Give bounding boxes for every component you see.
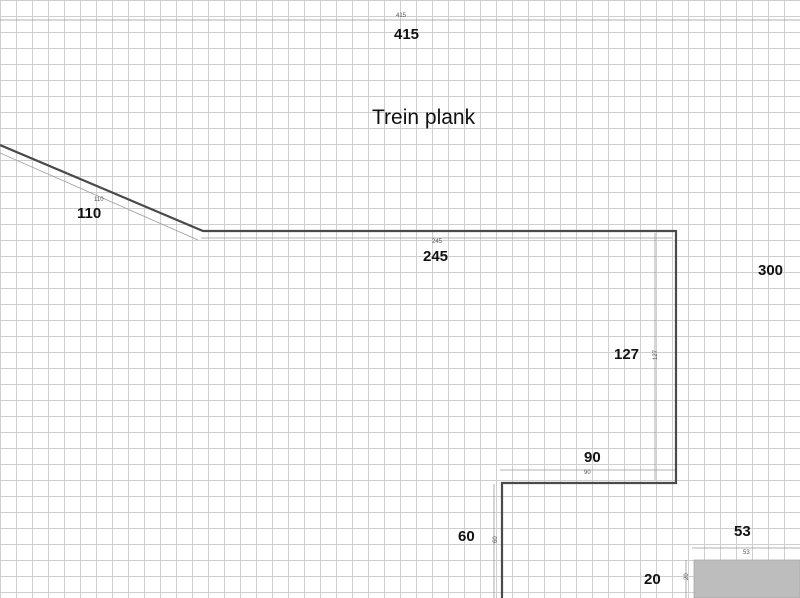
dimension-lines (0, 19, 800, 598)
label-step: 90 (584, 449, 601, 466)
small-label-block-width: 53 (743, 550, 750, 556)
small-label-lower-vertical: 60 (493, 536, 499, 543)
dim-line-slant (0, 152, 199, 241)
small-label-step: 90 (584, 470, 591, 476)
drawing-title: Trein plank (372, 106, 476, 129)
small-label-top-total: 415 (396, 13, 407, 19)
label-slant: 110 (77, 205, 101, 222)
label-block-width: 53 (734, 523, 751, 540)
label-vertical-drop: 127 (614, 346, 639, 363)
label-block-height: 20 (644, 571, 661, 588)
label-top-total: 415 (394, 26, 419, 43)
label-top-edge: 245 (423, 248, 448, 265)
small-label-slant: 110 (94, 197, 104, 203)
shelf-block (693, 559, 800, 598)
small-label-top-edge: 245 (432, 239, 443, 245)
label-right-side: 300 (758, 262, 783, 279)
small-label-block-height: 20 (684, 573, 690, 580)
shelf-outline (0, 143, 678, 598)
small-label-vertical-drop: 127 (653, 349, 659, 360)
label-lower-vertical: 60 (458, 528, 475, 545)
